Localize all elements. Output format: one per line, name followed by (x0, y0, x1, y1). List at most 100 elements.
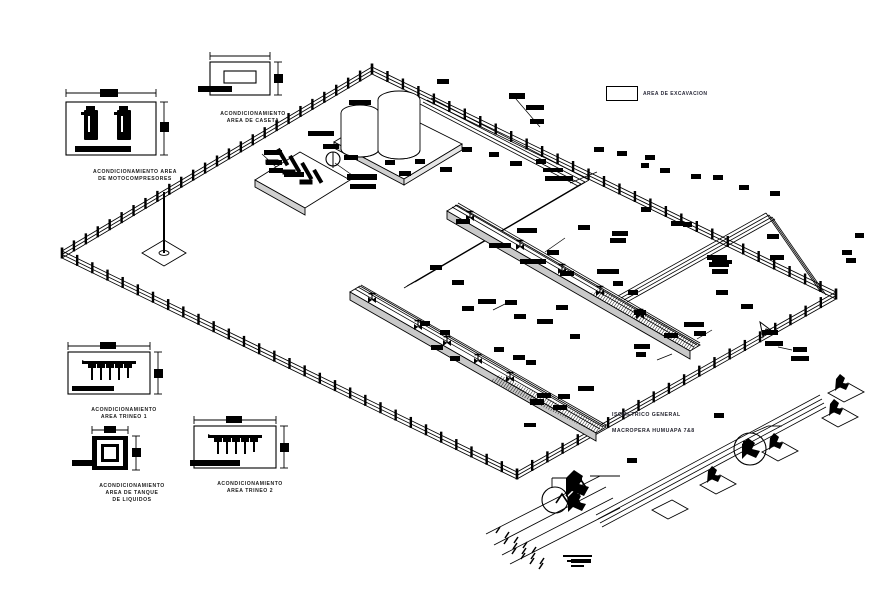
annotation-bar (556, 305, 568, 310)
fence-post (227, 148, 231, 160)
fence-post (401, 78, 405, 90)
annotation-bar (420, 321, 430, 326)
annotation-bar (494, 347, 504, 352)
annotation-bar (793, 347, 807, 352)
annotation-bar (641, 207, 651, 212)
annotation-bar (537, 393, 551, 398)
callout-caseta[interactable]: ACONDICIONAMIENTO AREA DE CASETA (198, 50, 308, 125)
annotation-bar (709, 262, 729, 267)
annotation-bar (571, 559, 591, 563)
fence-post (370, 63, 374, 75)
fence-post (151, 291, 155, 303)
callout-trineo-2[interactable]: ACONDICIONAMIENTO AREA TRINEO 2 (190, 414, 310, 495)
fence-post (682, 374, 686, 386)
fence-post (602, 176, 606, 187)
callout-tanque-liquidos[interactable]: ACONDICIONAMIENTO AREA DE TANQUE DE LIQU… (72, 424, 192, 505)
annotation-bar (415, 159, 425, 164)
fence-post (287, 113, 290, 125)
annotation-bar (489, 152, 499, 157)
fence-post (132, 205, 135, 217)
fence-post (485, 453, 488, 465)
fence-post (364, 394, 367, 406)
fence-post (168, 183, 171, 195)
annotation-bar (842, 250, 852, 255)
fence-post (695, 221, 698, 232)
fence-post (510, 131, 513, 142)
annotation-bar (739, 185, 749, 190)
fence-post (757, 251, 760, 262)
fence-post (323, 91, 326, 103)
fence-post (318, 372, 322, 384)
annotation-bar (573, 477, 582, 482)
annotation-bar (510, 161, 522, 166)
annotation-bar (741, 304, 753, 309)
annotation-bar (578, 225, 590, 230)
liquid-tanks-group (333, 90, 463, 186)
annotation-bar (440, 167, 452, 172)
fence-post (409, 416, 413, 428)
fence-post (72, 240, 76, 252)
drawing-title: ISOMETRICO GENERAL MACROPERA HUMUAPA 7&8 (612, 403, 695, 435)
fence-post (275, 120, 278, 132)
annotation-bar (765, 341, 783, 346)
fence-post (664, 206, 668, 217)
annotation-bar (430, 265, 442, 270)
fence-post (494, 123, 497, 135)
annotation-bar (517, 228, 537, 233)
annotation-bar (855, 233, 864, 238)
fence-post (239, 141, 243, 153)
fence-post (263, 127, 266, 139)
annotation-bar (452, 280, 464, 285)
fence-post (379, 402, 382, 414)
annotation-bar (308, 131, 334, 136)
title-line-1: ISOMETRICO GENERAL (612, 412, 681, 418)
annotation-bar (536, 159, 546, 164)
annotation-bar (660, 168, 670, 173)
annotation-bar (431, 345, 443, 350)
fence-post (106, 269, 109, 281)
annotation-bar (462, 306, 474, 311)
annotation-bar (530, 119, 544, 124)
legend-label: AREA DE EXCAVACION (643, 91, 708, 97)
annotation-bar (628, 290, 638, 295)
fence-post (182, 306, 185, 318)
fence-post (191, 169, 195, 181)
annotation-bar (671, 221, 683, 226)
annotation-bar (691, 174, 701, 179)
fence-post (197, 313, 200, 325)
fence-post (667, 382, 671, 394)
pipe-rack-east (617, 212, 827, 303)
annotation-bar (570, 334, 580, 339)
annotation-bar (456, 219, 470, 224)
fence-post (108, 219, 111, 231)
callout-caption: ACONDICIONAMIENTO AREA TRINEO 1 (91, 407, 157, 421)
fence-post (75, 254, 79, 266)
fence-post (346, 77, 350, 89)
fence-post (576, 434, 579, 446)
fence-post (91, 262, 94, 274)
annotation-bar (560, 271, 574, 276)
tank-2 (377, 90, 421, 160)
fence-post (120, 212, 123, 224)
fence-post (242, 335, 246, 347)
annotation-bar (634, 344, 650, 349)
annotation-bar (347, 174, 377, 180)
caseta-detail-figure (198, 52, 283, 96)
annotation-bar (489, 243, 511, 248)
callout-trineo-1[interactable]: ACONDICIONAMIENTO AREA TRINEO 1 (64, 340, 184, 421)
fence-post (455, 439, 458, 451)
annotation-bar (743, 441, 752, 446)
annotation-bar (450, 356, 460, 361)
fence-post (156, 190, 159, 202)
callout-motocompresores[interactable]: ACONDICIONAMIENTO AREA DE MOTOCOMPRESORE… (60, 86, 210, 183)
fence-post (144, 197, 147, 209)
annotation-bar (846, 258, 856, 263)
annotation-bar (264, 150, 282, 155)
annotation-bar (558, 394, 570, 399)
annotation-bar (509, 93, 525, 99)
annotation-bar (597, 269, 619, 274)
fence-post (758, 331, 762, 343)
fence-post (358, 70, 362, 82)
